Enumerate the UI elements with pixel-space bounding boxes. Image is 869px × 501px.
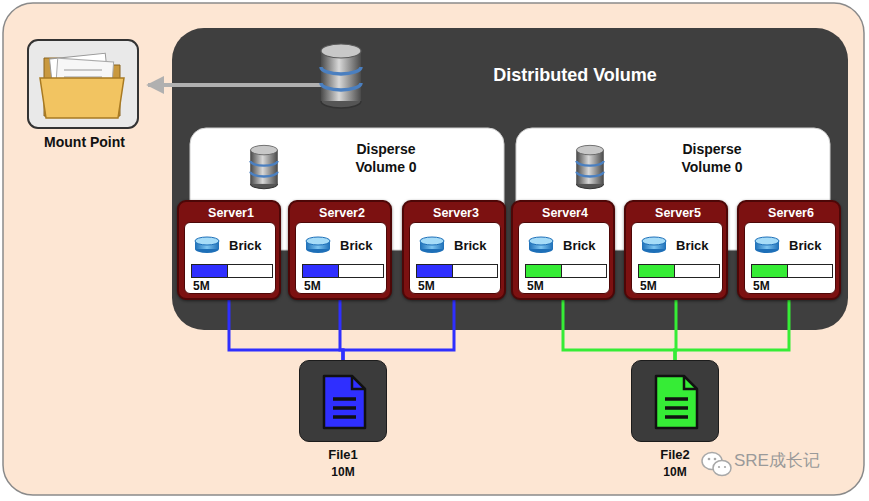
usage-bar bbox=[302, 264, 384, 278]
size-label: 5M bbox=[418, 279, 458, 294]
mount-point: Mount Point bbox=[22, 36, 147, 156]
disperse-volume: Disperse Volume 0Server4Brick5MServer5Br… bbox=[516, 128, 830, 250]
server-box: Server2Brick 5M bbox=[288, 200, 392, 300]
folder-icon bbox=[26, 38, 140, 130]
brick-link bbox=[343, 300, 454, 360]
server-name: Server2 bbox=[290, 206, 394, 222]
file-box: File2 10M bbox=[628, 360, 722, 488]
distributed-volume: Distributed VolumeDisperse Volume 0Serve… bbox=[172, 28, 848, 330]
file-size: 10M bbox=[296, 465, 390, 480]
brick-icon bbox=[304, 235, 332, 255]
usage-bar bbox=[751, 264, 833, 278]
document-icon bbox=[320, 373, 368, 431]
watermark: SRE成长记 bbox=[734, 450, 854, 471]
server-name: Server3 bbox=[404, 206, 508, 222]
file-icon-box bbox=[631, 360, 719, 442]
usage-bar bbox=[638, 264, 720, 278]
usage-bar bbox=[525, 264, 607, 278]
brick-link bbox=[563, 300, 675, 360]
server-name: Server1 bbox=[179, 206, 283, 222]
usage-bar bbox=[416, 264, 498, 278]
brick-icon bbox=[640, 235, 668, 255]
server-box: Server4Brick 5M bbox=[511, 200, 615, 300]
volume-ground bbox=[172, 28, 848, 330]
usage-fill bbox=[639, 265, 675, 277]
brick-label: Brick bbox=[229, 238, 279, 254]
server-name: Server6 bbox=[739, 206, 843, 222]
usage-fill bbox=[303, 265, 339, 277]
mount-label: Mount Point bbox=[22, 134, 147, 152]
brick-label: Brick bbox=[340, 238, 390, 254]
server-box: Server6Brick 5M bbox=[737, 200, 841, 300]
server-name: Server5 bbox=[626, 206, 730, 222]
server-box: Server3Brick 5M bbox=[402, 200, 506, 300]
brick-link bbox=[229, 300, 343, 360]
brick-label: Brick bbox=[676, 238, 726, 254]
volume-title: Disperse Volume 0 bbox=[662, 141, 762, 176]
file-name: File2 bbox=[628, 447, 722, 463]
usage-fill bbox=[752, 265, 788, 277]
brick-icon bbox=[418, 235, 446, 255]
server-box: Server1Brick 5M bbox=[177, 200, 281, 300]
size-label: 5M bbox=[193, 279, 233, 294]
file-name: File1 bbox=[296, 447, 390, 463]
page-ground bbox=[3, 3, 864, 495]
brick-icon bbox=[193, 235, 221, 255]
database-icon bbox=[574, 144, 606, 190]
wechat-icon bbox=[702, 453, 731, 476]
brick-label: Brick bbox=[563, 238, 613, 254]
database-icon bbox=[248, 144, 280, 190]
size-label: 5M bbox=[527, 279, 567, 294]
size-label: 5M bbox=[640, 279, 680, 294]
volume-title: Distributed Volume bbox=[403, 64, 747, 87]
server-name: Server4 bbox=[513, 206, 617, 222]
brick-icon bbox=[527, 235, 555, 255]
brick-link bbox=[675, 300, 789, 360]
server-box: Server5Brick 5M bbox=[624, 200, 728, 300]
size-label: 5M bbox=[304, 279, 344, 294]
brick-label: Brick bbox=[789, 238, 839, 254]
file-icon-box bbox=[299, 360, 387, 442]
brick-icon bbox=[753, 235, 781, 255]
usage-bar bbox=[191, 264, 273, 278]
volume-title: Disperse Volume 0 bbox=[336, 141, 436, 176]
document-icon bbox=[652, 373, 700, 431]
usage-fill bbox=[192, 265, 228, 277]
file-size: 10M bbox=[628, 465, 722, 480]
size-label: 5M bbox=[753, 279, 793, 294]
usage-fill bbox=[417, 265, 453, 277]
usage-fill bbox=[526, 265, 562, 277]
arrow-shaft bbox=[171, 83, 324, 87]
file-box: File1 10M bbox=[296, 360, 390, 488]
mount-arrow bbox=[148, 83, 172, 87]
database-icon bbox=[318, 42, 364, 110]
brick-label: Brick bbox=[454, 238, 504, 254]
disperse-volume: Disperse Volume 0Server1Brick5MServer2Br… bbox=[190, 128, 504, 250]
